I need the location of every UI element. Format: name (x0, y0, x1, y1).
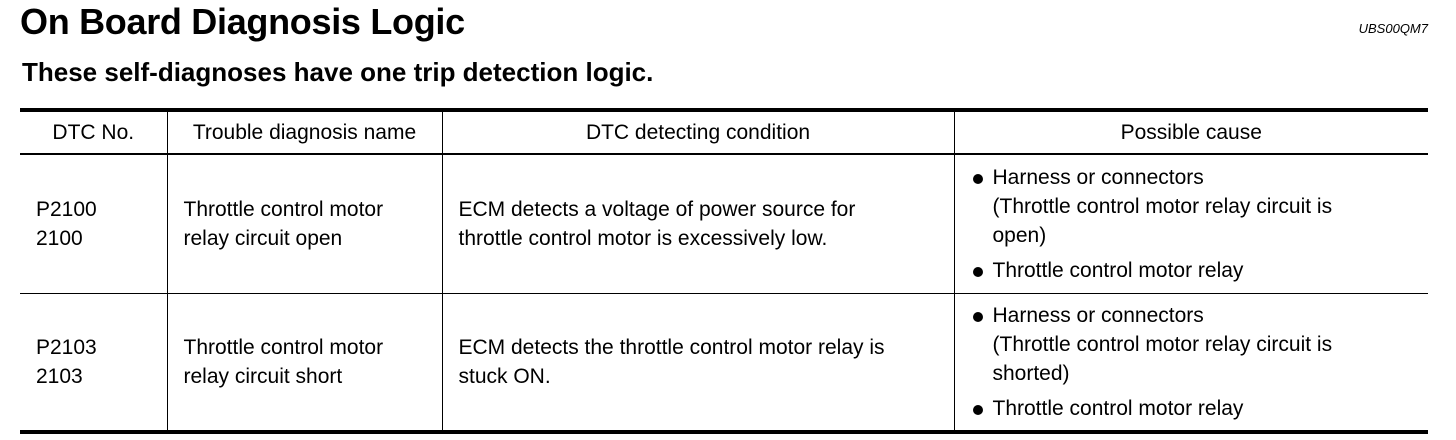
possible-cause-cell: Harness or connectors (Throttle control … (953, 154, 1428, 294)
possible-cause-cell: Harness or connectors (Throttle control … (953, 293, 1428, 434)
dtc-primary-code: P2100 (36, 197, 97, 221)
dtc-secondary-code: 2103 (36, 364, 83, 388)
table-header-row: DTC No. Trouble diagnosis name DTC detec… (20, 108, 1428, 155)
cause-list: Harness or connectors (Throttle control … (971, 301, 1417, 423)
detecting-condition-cell: ECM detects a voltage of power source fo… (441, 154, 954, 294)
page-title: On Board Diagnosis Logic (20, 1, 465, 42)
table-header: DTC No. Trouble diagnosis name DTC detec… (20, 108, 1428, 155)
cause-main-text: Throttle control motor relay (992, 396, 1244, 420)
column-header-detecting-condition: DTC detecting condition (441, 108, 954, 155)
table-row: P2100 2100 Throttle control motor relay … (20, 154, 1428, 294)
bullet-icon (972, 311, 983, 322)
bullet-icon (972, 173, 983, 184)
cause-item: Harness or connectors (Throttle control … (971, 301, 1417, 388)
column-header-possible-cause: Possible cause (953, 108, 1428, 155)
detecting-condition-cell: ECM detects the throttle control motor r… (441, 293, 954, 434)
dtc-table: DTC No. Trouble diagnosis name DTC detec… (20, 108, 1428, 434)
cause-list: Harness or connectors (Throttle control … (971, 163, 1417, 285)
diagnosis-name-line: relay circuit short (183, 364, 343, 388)
cause-item: Harness or connectors (Throttle control … (971, 163, 1417, 250)
page-subtitle: These self-diagnoses have one trip detec… (22, 57, 654, 87)
cause-detail-text: shorted) (992, 361, 1070, 385)
condition-line: ECM detects a voltage of power source fo… (458, 197, 856, 221)
condition-line: throttle control motor is excessively lo… (458, 226, 828, 250)
condition-line: ECM detects the throttle control motor r… (458, 335, 885, 359)
diagnosis-name-cell: Throttle control motor relay circuit ope… (166, 154, 442, 294)
diagnosis-name-line: Throttle control motor (183, 197, 384, 221)
document-code: UBS00QM7 (1358, 21, 1428, 36)
condition-line: stuck ON. (458, 364, 551, 388)
diagnosis-name-line: relay circuit open (183, 226, 343, 250)
cause-detail-text: (Throttle control motor relay circuit is (992, 194, 1333, 218)
cause-item: Throttle control motor relay (971, 256, 1417, 285)
bullet-icon (972, 404, 983, 415)
table-body: P2100 2100 Throttle control motor relay … (20, 154, 1428, 434)
column-header-diagnosis-name: Trouble diagnosis name (166, 108, 442, 155)
diagnosis-name-line: Throttle control motor (183, 335, 384, 359)
dtc-number-cell: P2103 2103 (20, 293, 167, 434)
cause-main-text: Harness or connectors (992, 303, 1204, 327)
dtc-primary-code: P2103 (36, 335, 97, 359)
column-header-dtc-no: DTC No. (20, 108, 167, 155)
cause-detail-text: open) (992, 223, 1047, 247)
table-row: P2103 2103 Throttle control motor relay … (20, 293, 1428, 434)
cause-item: Throttle control motor relay (971, 394, 1417, 423)
dtc-number-cell: P2100 2100 (20, 154, 167, 294)
cause-detail-text: (Throttle control motor relay circuit is (992, 332, 1333, 356)
cause-main-text: Harness or connectors (992, 165, 1204, 189)
cause-main-text: Throttle control motor relay (992, 258, 1244, 282)
bullet-icon (972, 266, 983, 277)
dtc-secondary-code: 2100 (36, 226, 83, 250)
diagnosis-name-cell: Throttle control motor relay circuit sho… (166, 293, 442, 434)
